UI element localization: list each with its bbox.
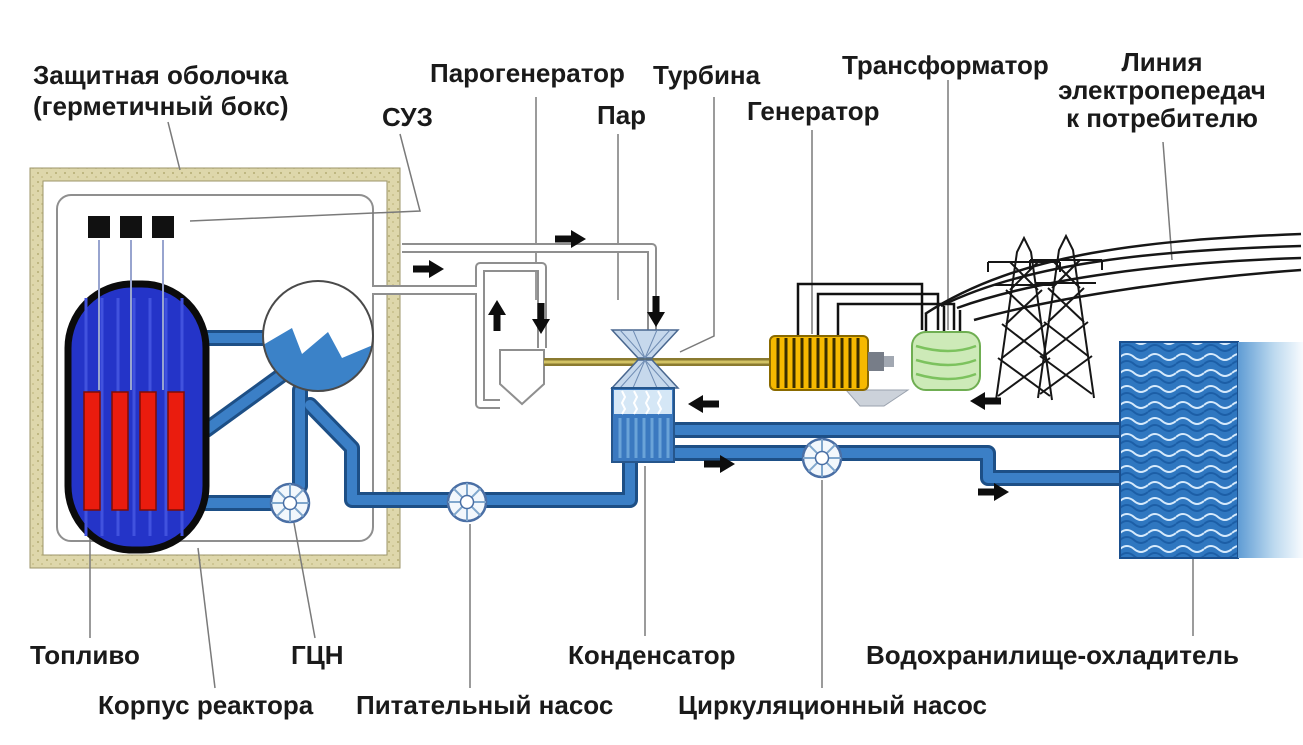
flow-arrow	[970, 392, 1001, 410]
label-suz: СУЗ	[382, 102, 433, 132]
condenser-symbol	[611, 387, 675, 463]
flow-arrows	[413, 230, 1009, 501]
control-rods	[88, 216, 174, 238]
leader-line	[197, 547, 216, 689]
flow-arrow	[488, 300, 506, 331]
transformer-symbol	[911, 306, 981, 391]
label-power-line-line1: Линия	[1121, 47, 1203, 77]
flow-arrow	[688, 395, 719, 413]
label-cooling-reservoir: Водохранилище-охладитель	[866, 640, 1239, 670]
flow-arrow	[978, 483, 1009, 501]
generator-wiring	[796, 282, 956, 336]
flow-arrow	[532, 303, 550, 334]
transmission-towers	[987, 233, 1103, 401]
label-steam: Пар	[597, 100, 647, 130]
label-turbine: Турбина	[653, 60, 761, 90]
label-power-line: Линия электропередач к потребителю	[1022, 48, 1302, 132]
flow-arrow	[704, 455, 735, 473]
circulation-pump-symbol	[801, 437, 843, 479]
steam-generator	[262, 280, 374, 392]
label-containment-line1: Защитная оболочка	[33, 60, 289, 90]
containment-box	[29, 167, 401, 569]
leader-line	[1162, 141, 1173, 261]
label-power-line-line3: к потребителю	[1066, 103, 1258, 133]
label-steam-generator: Парогенератор	[430, 58, 625, 88]
steam-pipes	[372, 243, 657, 409]
flow-arrow	[647, 296, 665, 327]
leader-lines	[89, 80, 1194, 689]
label-transformer: Трансформатор	[842, 50, 1049, 80]
fuel-rods	[83, 391, 185, 511]
label-containment: Защитная оболочка (герметичный бокс)	[33, 60, 289, 122]
control-rod-drives	[98, 240, 164, 390]
flow-arrow	[555, 230, 586, 248]
leader-line	[679, 97, 715, 353]
generator-symbol	[769, 282, 956, 407]
label-power-line-line2: электропередач	[1058, 75, 1266, 105]
power-wires	[924, 232, 1302, 322]
generator-stand	[844, 389, 910, 407]
cooling-reservoir	[1119, 341, 1303, 559]
flow-arrow	[413, 260, 444, 278]
label-fuel: Топливо	[30, 640, 140, 670]
label-generator: Генератор	[747, 96, 880, 126]
main-circulation-pump-symbol	[269, 482, 311, 524]
leader-line	[293, 522, 316, 639]
leader-line	[167, 121, 181, 171]
steam-valve	[499, 349, 545, 406]
shaft-coupling	[868, 352, 884, 371]
turbine-symbol	[610, 329, 680, 389]
label-containment-line2: (герметичный бокс)	[33, 91, 289, 121]
feed-pump-symbol	[446, 481, 488, 523]
leader-line	[189, 133, 421, 222]
label-condenser: Конденсатор	[568, 640, 736, 670]
label-feed-pump: Питательный насос	[356, 690, 614, 720]
label-reactor-vessel: Корпус реактора	[98, 690, 314, 720]
label-circulation-pump: Циркуляционный насос	[678, 690, 987, 720]
reactor-vessel	[64, 216, 210, 554]
label-main-circulation-pump: ГЦН	[291, 640, 344, 670]
